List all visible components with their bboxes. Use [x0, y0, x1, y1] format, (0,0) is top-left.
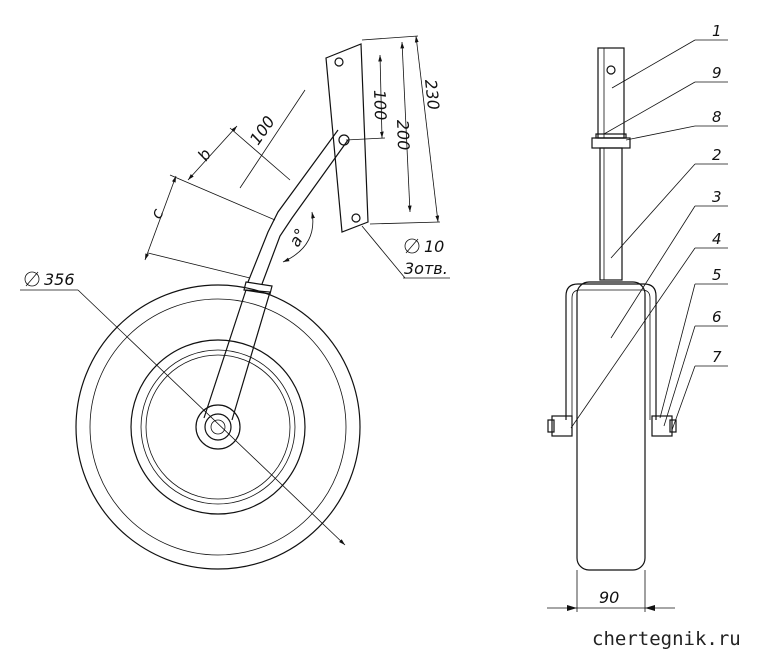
dim-100-left: 100 — [246, 112, 279, 148]
callout-3: 3 — [610, 188, 728, 339]
callout-1-label: 1 — [712, 22, 722, 40]
callout-3-label: 3 — [712, 188, 722, 206]
dim-b: b — [194, 145, 215, 164]
part-9-washer — [595, 133, 627, 139]
hub-nut — [204, 413, 232, 441]
angle-label: a° — [285, 225, 310, 250]
dim-90-arrow-right — [645, 605, 655, 611]
mount-plate — [325, 43, 369, 233]
callout-9-label: 9 — [712, 64, 722, 82]
callout-7: 7 — [671, 348, 728, 431]
callout-4: 4 — [570, 230, 728, 429]
tire-front — [576, 281, 646, 571]
hub-outer — [195, 404, 241, 450]
callout-1-leader — [611, 39, 696, 89]
part-5-nut-left — [551, 415, 573, 437]
callout-8-leader — [625, 125, 696, 141]
part-6-nut-right — [651, 415, 673, 437]
rim-inner — [140, 349, 296, 505]
bracket-hole — [606, 65, 616, 75]
bolt-head-left — [547, 419, 555, 433]
callout-9-leader — [603, 81, 696, 135]
angle-arc — [282, 211, 315, 263]
callout-6-label: 6 — [712, 308, 722, 326]
dim-100-line — [239, 89, 306, 189]
plate-ext-bottom — [369, 221, 441, 225]
plate-hole-1 — [334, 57, 344, 67]
plate-100-label: 100 — [370, 89, 390, 120]
wheel-diameter-label: 356 — [44, 270, 75, 289]
hole-count-label: 3отв. — [404, 259, 448, 278]
wheel-dia-leader — [77, 289, 346, 546]
rim-outer — [130, 339, 306, 515]
callout-2-leader — [610, 163, 696, 259]
plate-ext-mid — [345, 137, 386, 141]
dim-230-plate — [414, 35, 440, 223]
ext-line-1 — [229, 127, 291, 181]
part-7-bolt-right — [669, 419, 677, 433]
hole-diameter-symbol — [404, 238, 420, 254]
leg-upper-a — [247, 129, 339, 283]
callout-6-leader — [663, 325, 696, 427]
dim-c-line — [144, 175, 177, 261]
hole-leader — [361, 225, 406, 279]
part-3-fork — [565, 283, 657, 420]
plate-ext-top — [361, 35, 419, 41]
tire-outer — [75, 284, 361, 570]
callout-2: 2 — [610, 146, 728, 259]
leg-collar — [243, 281, 273, 295]
callout-4-label: 4 — [712, 230, 722, 248]
leg-lower — [203, 289, 271, 421]
rim-inner-2 — [145, 354, 291, 500]
dim-100-plate — [378, 54, 384, 139]
ext-line-2 — [169, 174, 276, 221]
hole-diameter-slash — [405, 238, 419, 254]
callout-1: 1 — [611, 22, 728, 89]
callout-2-label: 2 — [712, 146, 722, 164]
plate-230-label: 230 — [421, 78, 443, 110]
callout-5: 5 — [659, 266, 728, 419]
hole-diameter-label: 10 — [424, 237, 444, 256]
callout-4-leader — [570, 247, 696, 429]
wheel-width-label: 90 — [599, 588, 619, 607]
wheel-diameter-slash — [25, 271, 39, 287]
dim-200-plate — [400, 41, 412, 213]
hub-axle — [210, 419, 226, 435]
front-view: 90 1 9 8 2 3 4 — [547, 22, 728, 612]
dim-b-line — [187, 125, 238, 181]
fork-inner — [571, 289, 651, 420]
ext-line-3 — [147, 252, 251, 279]
callout-9: 9 — [603, 64, 728, 135]
tire-inner — [89, 298, 347, 556]
side-view: a° 100 b c 100 200 230 10 3отв. 356 — [20, 35, 450, 570]
callout-8-label: 8 — [712, 108, 722, 126]
plate-200-label: 200 — [393, 119, 413, 150]
callout-5-leader — [659, 283, 696, 419]
wheel-diameter-symbol — [24, 271, 40, 287]
callout-7-label: 7 — [712, 348, 722, 366]
callout-7-leader — [671, 365, 696, 431]
callout-5-label: 5 — [712, 266, 722, 284]
dim-90-arrow-left — [567, 605, 577, 611]
plate-hole-3 — [351, 213, 361, 223]
watermark: chertegnik.ru — [592, 628, 741, 650]
part-8-clamp — [591, 137, 631, 149]
part-2-leg — [599, 147, 623, 281]
callout-6: 6 — [663, 308, 728, 427]
callout-8: 8 — [625, 108, 728, 141]
callout-3-leader — [610, 205, 696, 339]
